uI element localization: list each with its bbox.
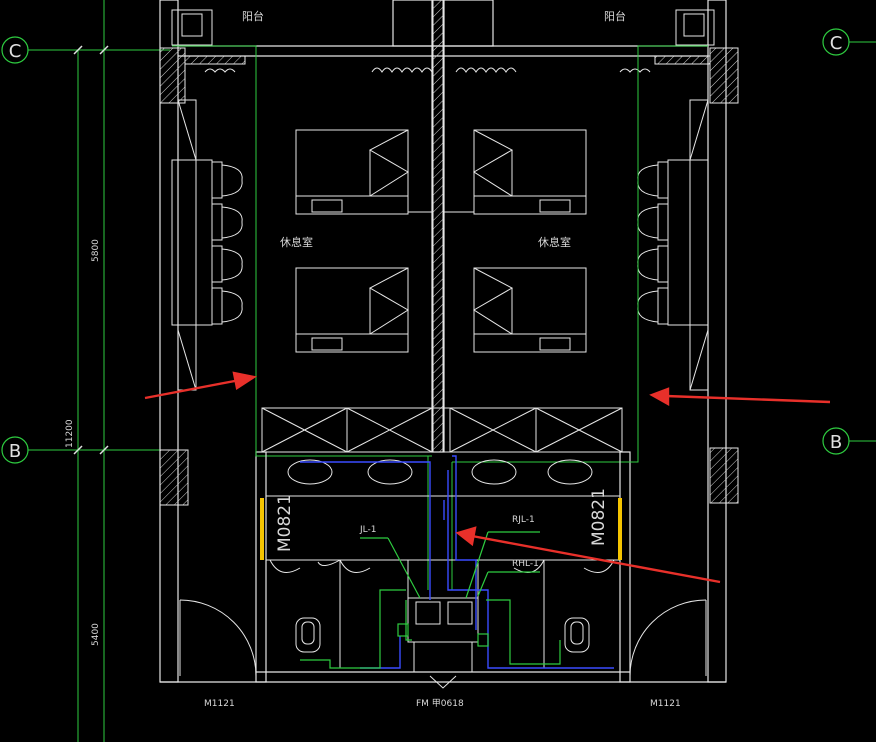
room-label-balcony-right: 阳台 xyxy=(604,9,626,23)
pipe-label-jl1: JL-1 xyxy=(359,525,376,535)
pipe-label-rjl1: RJL-1 xyxy=(512,515,535,525)
arrow-right-line xyxy=(665,394,831,404)
pipe-label-rhl1: RHL-1 xyxy=(512,559,539,569)
wardrobes xyxy=(171,99,709,391)
grid-bubble-c-left: C xyxy=(1,36,29,64)
annotation-arrows xyxy=(144,371,831,584)
grid-bubble-c-right: C xyxy=(822,28,876,56)
desk-chairs-right xyxy=(637,161,669,325)
door-code-fm: FM 甲0618 xyxy=(416,698,464,709)
room-outline-green xyxy=(172,45,708,590)
dimension-5400: 5400 xyxy=(91,623,101,646)
door-code-m1121-right: M1121 xyxy=(650,699,681,709)
arrow-left-head xyxy=(232,371,258,390)
dimension-5800: 5800 xyxy=(91,239,101,262)
desk-chairs-left xyxy=(211,161,243,325)
bathroom xyxy=(179,451,707,689)
door-marks-yellow xyxy=(260,498,622,560)
grid-label-b-left: B xyxy=(9,441,21,462)
dimension-11200: 11200 xyxy=(65,419,75,448)
grid-label-b-right: B xyxy=(830,432,842,453)
columns xyxy=(159,0,739,506)
grid-label-c-right: C xyxy=(830,33,843,54)
dimension-lines xyxy=(28,0,170,742)
blue-pipes xyxy=(300,455,614,669)
grid-bubble-b-left: B xyxy=(1,436,29,464)
green-pipes xyxy=(300,531,561,669)
door-code-m0821-right: M0821 xyxy=(589,488,609,546)
door-code-m1121-left: M1121 xyxy=(204,699,235,709)
arrow-center-line xyxy=(471,534,721,584)
arrow-right-head xyxy=(649,387,670,407)
balcony-fixtures xyxy=(171,9,715,73)
room-label-rest-left: 休息室 xyxy=(280,235,313,249)
door-code-m0821-left: M0821 xyxy=(275,494,295,552)
arrow-center-head xyxy=(455,526,477,547)
grid-label-c-left: C xyxy=(9,41,22,62)
arrow-left-line xyxy=(144,378,241,400)
dimension-ticks xyxy=(73,45,109,455)
grid-bubble-b-right: B xyxy=(822,427,876,455)
room-label-rest-right: 休息室 xyxy=(538,235,571,249)
beds xyxy=(295,129,587,353)
room-label-balcony-left: 阳台 xyxy=(242,9,264,23)
